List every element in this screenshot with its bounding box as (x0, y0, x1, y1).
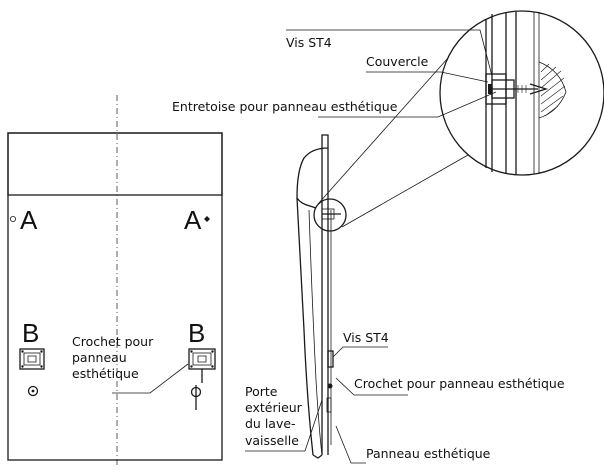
point-b-right-label: B (188, 318, 205, 348)
point-a-left-label: A (20, 205, 38, 235)
detail-screw-threads (517, 85, 527, 93)
detail-hatched-block (538, 61, 567, 119)
door-upper-curve (296, 134, 329, 209)
panneau-leader (335, 425, 366, 464)
panel-outline (7, 132, 223, 461)
porte-leader (245, 399, 323, 452)
point-a-right-label: A (184, 205, 202, 235)
front-panel-view: A A B B (7, 95, 223, 465)
door-bottom (312, 454, 323, 459)
vis-st4-side-leader (332, 346, 388, 358)
vis-st4-top-label: Vis ST4 (286, 35, 332, 50)
detail-circle-small (313, 198, 347, 232)
entretoise-leader (318, 91, 497, 118)
detail-magnifier (317, 10, 604, 228)
point-b-left-label: B (22, 318, 39, 348)
panneau-label: Panneau esthétique (366, 446, 491, 461)
couvercle-leader (366, 71, 489, 83)
projection-line-lower (341, 154, 469, 228)
porte-label: Porte extérieur du lave- vaisselle (245, 384, 306, 448)
vis-st4-top-leader (286, 29, 493, 77)
point-a-right-marker (204, 216, 210, 222)
side-screw (327, 383, 333, 389)
projection-line-upper (317, 57, 449, 205)
crochet-side-leader (335, 377, 408, 396)
detail-circle-large (439, 10, 604, 176)
detail-hatching (540, 63, 566, 117)
detail-screw-tip (529, 83, 549, 95)
screw-right (190, 385, 202, 410)
crochet-side-label: Crochet pour panneau esthétique (354, 376, 565, 391)
side-hook (327, 350, 334, 368)
crochet-label: Crochet pour panneau esthétique (72, 334, 157, 381)
side-view (296, 134, 347, 459)
hook-bracket-left (19, 348, 45, 370)
crochet-leader (112, 363, 189, 394)
hook-bracket-right (188, 348, 216, 383)
door-inner-line (308, 209, 323, 456)
callouts: Vis ST4 Couvercle Entretoise pour pannea… (172, 29, 565, 464)
couvercle-label: Couvercle (366, 54, 429, 69)
panel-top-band (7, 132, 223, 196)
vis-st4-side-label: Vis ST4 (343, 330, 389, 345)
detail-screw-head (488, 84, 492, 94)
side-hook-lower (326, 397, 332, 413)
entretoise-label: Entretoise pour panneau esthétique (172, 99, 398, 114)
screw-left (27, 385, 39, 397)
point-a-left-dot (9, 215, 16, 222)
door-outer-line (296, 197, 314, 456)
